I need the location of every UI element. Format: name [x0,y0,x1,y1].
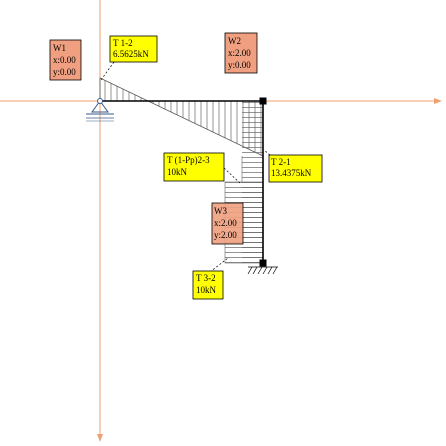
node-label-x: x:2.00 [228,48,251,58]
node-label-name: W3 [214,206,227,216]
force-area-1-2 [99,77,264,157]
pinned-support-icon [86,98,114,122]
node-w2[interactable] [259,97,267,105]
node-w1[interactable] [86,98,114,122]
force-label-t32[interactable]: T 3-2 10kN [192,270,224,300]
y-axis-arrow-icon [97,434,103,442]
leader-t12 [100,61,115,81]
node-marker [259,259,267,267]
node-label-w1[interactable]: W1 x:0.00 y:0.00 [49,39,82,81]
node-label-w2[interactable]: W2 x:2.00 y:0.00 [224,32,258,74]
leader-lines [100,61,271,273]
force-label-t21[interactable]: T 2-1 13.4375kN [268,154,323,183]
node-label-w3[interactable]: W3 x:2.00 y:2.00 [211,202,244,245]
force-label-title: T 3-2 [196,273,216,283]
members [100,100,264,263]
ground-hatch-icon [247,266,278,275]
force-label-value: 10kN [196,285,217,295]
force-label-title: T 1-2 [113,38,133,48]
node-label-name: W1 [53,43,66,53]
force-label-value: 6.5625kN [113,49,149,59]
leader-t1pp23 [223,167,241,184]
force-label-t1pp23[interactable]: T (1-Pp)2-3 10kN [163,152,225,182]
force-label-title: T 2-1 [271,157,291,167]
node-w3[interactable] [247,259,278,275]
node-label-y: y:2.00 [214,230,237,240]
node-label-name: W2 [228,36,241,46]
node-label-x: x:2.00 [214,218,237,228]
node-label-y: y:0.00 [53,67,76,77]
force-label-title: T (1-Pp)2-3 [167,155,210,165]
force-label-value: 10kN [167,167,188,177]
force-label-value: 13.4375kN [271,168,312,178]
x-axis-arrow-icon [434,98,442,104]
node-label-x: x:0.00 [53,55,76,65]
node-marker [259,97,267,105]
force-label-t12[interactable]: T 1-2 6.5625kN [109,35,158,63]
node-label-y: y:0.00 [228,60,251,70]
leader-t21 [263,149,271,156]
force-diagram-member-1-2 [99,77,264,157]
